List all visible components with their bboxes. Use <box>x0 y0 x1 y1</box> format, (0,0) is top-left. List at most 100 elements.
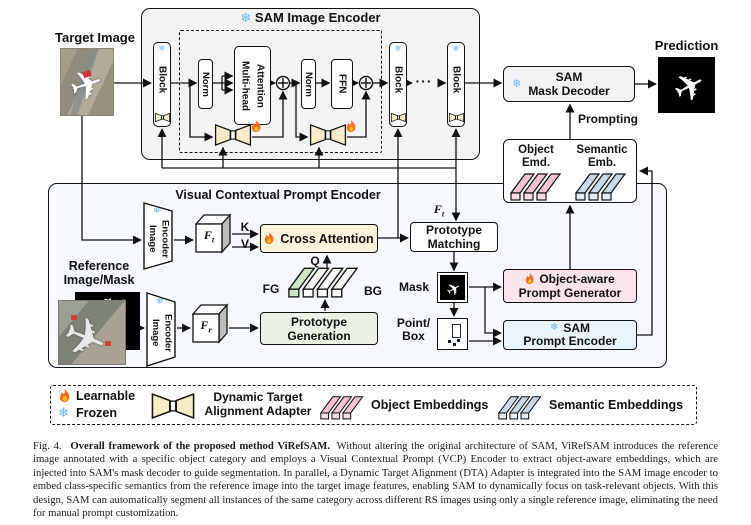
caption-number: Fig. 4. <box>33 440 62 452</box>
dta-adapter-icon <box>309 124 347 146</box>
snowflake-icon: ❄ <box>156 296 164 306</box>
dta-adapter-icon <box>449 112 464 123</box>
f-t-label-2: Ft <box>433 202 445 219</box>
sam-mask-decoder-box: ❄ SAM Mask Decoder <box>503 66 635 102</box>
flame-icon <box>526 273 534 285</box>
encoder-block-1: ❄ Block <box>153 42 171 127</box>
flame-icon <box>251 120 261 133</box>
semantic-emb-line1: Semantic <box>576 144 628 156</box>
snowflake-icon: ❄ <box>394 44 402 53</box>
mha-line2: Attention <box>254 63 266 108</box>
prediction-mask-image: ✈ <box>658 57 715 113</box>
vcp-image-encoder-1: ❄ Image Encoder <box>143 202 173 270</box>
point-prompt-dot <box>448 340 451 343</box>
semantic-embeddings-bars-icon <box>574 173 627 201</box>
snowflake-icon: ❄ <box>153 205 161 215</box>
prototype-generation-line1: Prototype <box>290 314 347 329</box>
blocks-ellipsis: ··· <box>415 73 433 89</box>
prototype-generation-line2: Generation <box>287 328 351 343</box>
dta-adapter-icon <box>151 393 195 419</box>
snowflake-icon: ❄ <box>452 44 460 53</box>
reference-feature-cube: Fr <box>192 303 230 344</box>
mask-thumbnail: ✈ <box>437 272 468 303</box>
norm-box-2: Norm <box>301 59 316 109</box>
object-aware-prompt-generator-box: Object-aware Prompt Generator <box>503 269 637 303</box>
target-feature-cube: Ft <box>195 213 233 254</box>
k-label: K <box>240 220 250 234</box>
box-prompt-rect <box>452 324 461 338</box>
q-label: Q <box>310 254 320 268</box>
cross-attention-box: Cross Attention <box>260 224 378 253</box>
opg-line2: Prompt Generator <box>518 286 622 300</box>
prototype-matching-box: Prototype Matching <box>410 222 498 252</box>
vcp-encoder-title: Visual Contextual Prompt Encoder <box>175 188 381 202</box>
cross-attention-label: Cross Attention <box>280 231 374 246</box>
ffn-box: FFN <box>331 59 353 109</box>
image-encoder-line1: Image <box>150 319 161 347</box>
plane-icon: ✈ <box>442 277 465 300</box>
norm-label: Norm <box>200 71 211 97</box>
vcp-image-encoder-2: ❄ Image Encoder <box>146 292 176 367</box>
plane-icon: ✈ <box>666 61 715 113</box>
point-prompt-dot <box>453 343 456 346</box>
flame-icon <box>346 120 356 133</box>
prediction-label: Prediction <box>654 38 719 53</box>
target-image-label: Target Image <box>55 30 135 45</box>
object-embeddings-bars-icon <box>320 396 364 420</box>
prototype-generation-box: Prototype Generation <box>260 312 378 345</box>
norm-label: Norm <box>303 71 314 97</box>
mask-decoder-line2: Mask Decoder <box>528 84 610 98</box>
spe-line1: SAM <box>563 321 591 336</box>
legend-learnable-label: Learnable <box>76 389 136 403</box>
dta-adapter-icon <box>391 112 406 123</box>
connector-lines <box>81 71 657 346</box>
semantic-emb-line2: Emb. <box>587 156 617 169</box>
figure-caption: Fig. 4. Overall framework of the propose… <box>33 440 718 520</box>
plane-icon: ✈ <box>64 59 110 113</box>
snowflake-icon: ❄ <box>549 322 559 334</box>
image-encoder-line2: Encoder <box>159 219 171 258</box>
legend-semantic-embeddings-label: Semantic Embeddings <box>549 398 684 412</box>
prompting-label: Prompting <box>578 112 638 126</box>
f-r-label: Fr <box>200 318 212 335</box>
opg-line1: Object-aware <box>539 272 615 286</box>
legend-adapter-label: Dynamic Target Alignment Adapter <box>204 390 312 418</box>
legend-object-embeddings-label: Object Embeddings <box>371 398 489 412</box>
legend-frozen-label: Frozen <box>76 406 117 420</box>
spe-line2: Prompt Encoder <box>523 334 617 348</box>
dta-adapter-icon <box>155 112 170 123</box>
point-box-label: Point/ Box <box>396 316 431 344</box>
mha-line1: Multi-head <box>239 60 251 111</box>
encoder-block-4: ❄ Block <box>447 42 465 127</box>
ffn-label: FFN <box>336 74 348 94</box>
point-prompt-dot <box>457 339 460 342</box>
flame-icon <box>59 389 70 403</box>
object-emb-line2: Emd. <box>521 156 551 169</box>
snowflake-icon: ❄ <box>240 10 252 25</box>
plane-icon: ✈ <box>58 303 116 365</box>
image-encoder-line2: Encoder <box>162 313 174 352</box>
snowflake-icon: ❄ <box>158 44 166 53</box>
fg-label: FG <box>262 282 280 296</box>
legend-box: Learnable ❄ Frozen Dynamic Target Alignm… <box>50 385 697 425</box>
mask-decoder-line1: SAM <box>555 70 583 84</box>
mask-label: Mask <box>398 280 430 294</box>
caption-title: Overall framework of the proposed method… <box>70 440 331 452</box>
sam-prompt-encoder-box: ❄ SAM Prompt Encoder <box>503 320 637 350</box>
snowflake-icon: ❄ <box>58 405 69 420</box>
semantic-embeddings-bars-icon <box>498 396 542 420</box>
object-embeddings-bars-icon <box>509 173 562 201</box>
norm-box-1: Norm <box>198 59 213 109</box>
prototype-matching-line1: Prototype <box>425 223 482 237</box>
flame-icon <box>265 232 274 245</box>
f-t-label: Ft <box>203 228 215 245</box>
v-label: V <box>240 237 249 251</box>
dta-adapter-icon <box>214 124 252 146</box>
sam-image-encoder-title: ❄ SAM Image Encoder <box>240 10 381 25</box>
caption-body: Without altering the original architectu… <box>33 440 718 520</box>
reference-photo-image: ✈ <box>58 300 126 365</box>
prototype-bars-icon <box>287 267 359 298</box>
image-encoder-line1: Image <box>147 225 158 253</box>
